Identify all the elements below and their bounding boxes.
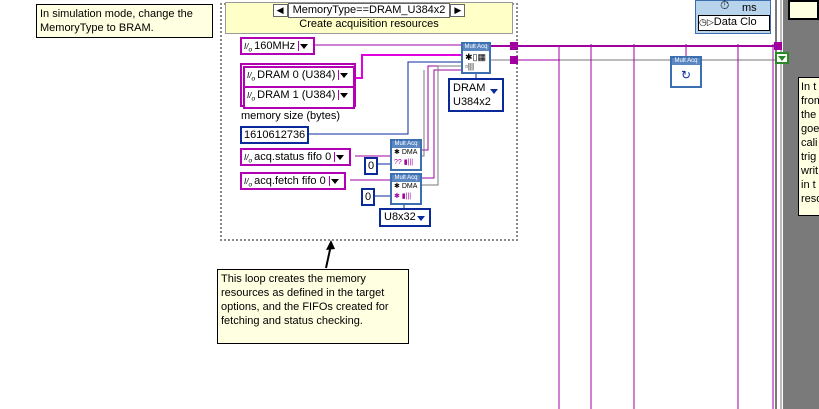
loop-comment-line3: options, and the FIFOs created for <box>221 301 389 313</box>
dma-icon: ✱ DMA <box>394 149 418 156</box>
fifo-type-value: U8x32 <box>384 211 416 223</box>
refresh-icon: ↻ <box>680 68 692 82</box>
wire-fetch-up-b <box>422 65 462 186</box>
chevron-down-icon[interactable] <box>490 89 498 94</box>
ring-io-icon: I/o <box>244 177 253 189</box>
subdiagram-label: Create acquisition resources <box>299 18 439 30</box>
dram-type-line1: DRAM <box>453 82 486 94</box>
dma-terminals: ✱ ▮||| <box>394 193 412 200</box>
dma-terminals: ?? ▮||| <box>394 159 414 166</box>
simulation-comment-line2: MemoryType to BRAM. <box>40 22 154 34</box>
chevron-down-icon[interactable] <box>298 41 311 52</box>
loop-comment-line1: This loop creates the memory <box>221 273 366 285</box>
chevron-down-icon[interactable] <box>328 176 342 187</box>
case-next-arrow[interactable]: ▶ <box>450 4 466 17</box>
loop-comment-line2: resources as defined in the target <box>221 287 385 299</box>
chevron-down-icon[interactable] <box>334 152 347 163</box>
right-comment-line: from <box>801 95 819 107</box>
loop-comment-line4: fetching and status checking. <box>221 315 363 327</box>
stopwatch-icon: ⏱ <box>720 0 730 12</box>
subvi-header: Mult Acq <box>392 141 420 148</box>
data-clock-label: Data Clo <box>713 16 757 28</box>
mult-acq-loop-subvi[interactable]: Mult Acq ↻ <box>670 56 702 88</box>
create-dram-subvi[interactable]: Mult Acq ✱▯▦ ▫||| <box>461 42 491 74</box>
clock-value: 160MHz <box>254 40 296 52</box>
clock-icon: ◷▷ <box>699 17 714 27</box>
status-fifo-value: acq.status fifo 0 <box>254 151 332 163</box>
chevron-down-icon[interactable] <box>338 90 351 101</box>
subvi-header: Mult Acq <box>463 44 489 51</box>
timer-node[interactable]: ⏱ ms ◷▷Data Clo <box>695 0 771 34</box>
right-comment-line: In t <box>801 81 817 93</box>
right-comment-line: reso <box>801 193 819 205</box>
down-arrow-icon <box>778 56 786 61</box>
tunnel-out-1 <box>510 42 518 50</box>
status-depth-constant[interactable]: 0 <box>364 157 378 175</box>
wire-dram-refs <box>352 54 462 79</box>
tunnel-out-2 <box>510 56 518 64</box>
subvi-header: Mult Acq <box>672 58 700 65</box>
wire-mem-size <box>306 61 462 135</box>
comment-arrow-head <box>326 240 335 250</box>
ring-io-icon: I/o <box>247 71 256 83</box>
dram1-value: DRAM 1 (U384) <box>257 89 336 101</box>
case-prev-arrow[interactable]: ◀ <box>272 4 288 17</box>
right-comment-line: cali <box>801 137 818 149</box>
subvi-terminals: ▫||| <box>465 62 475 71</box>
right-comment-line: trig <box>801 151 817 163</box>
memory-size-constant[interactable]: 1610612736 <box>240 126 310 144</box>
right-comment-line: writ <box>801 165 819 177</box>
timer-unit: ms <box>742 2 757 14</box>
ring-io-icon: I/o <box>247 91 256 103</box>
case-selector-label: MemoryType==DRAM_U384x2 <box>287 3 451 18</box>
right-comment-line: goe <box>801 123 819 135</box>
simulation-comment: In simulation mode, change the MemoryTyp… <box>36 4 213 38</box>
dram-type-enum-constant[interactable]: DRAM U384x2 <box>448 78 504 112</box>
dma-icon: ✱ DMA <box>394 183 418 190</box>
case-selector[interactable]: ◀ MemoryType==DRAM_U384x2 ▶ Create acqui… <box>225 2 513 34</box>
dram-type-line2: U384x2 <box>453 96 491 108</box>
right-frame-header <box>788 0 819 20</box>
dram0-value: DRAM 0 (U384) <box>257 69 336 81</box>
right-comment-line: the <box>801 109 817 121</box>
ring-io-icon: I/o <box>244 42 253 54</box>
create-status-fifo-subvi[interactable]: Mult Acq ✱ DMA ?? ▮||| <box>390 139 422 171</box>
chevron-down-icon[interactable] <box>338 70 351 81</box>
create-fetch-fifo-subvi[interactable]: Mult Acq ✱ DMA ✱ ▮||| <box>390 173 422 205</box>
wire-status-up-b <box>422 70 425 157</box>
right-comment-line: in t <box>801 179 816 191</box>
memory-size-label: memory size (bytes) <box>241 110 341 122</box>
simulation-comment-line1: In simulation mode, change the <box>40 8 193 20</box>
fetch-fifo-value: acq.fetch fifo 0 <box>254 175 326 187</box>
right-comment: In t from the goe cali trig writ in t re… <box>798 77 819 216</box>
tunnel-right-1 <box>774 42 782 50</box>
fetch-depth-constant[interactable]: 0 <box>361 188 375 206</box>
loop-description-comment: This loop creates the memory resources a… <box>217 269 409 344</box>
data-clock-property[interactable]: ◷▷Data Clo <box>698 15 770 31</box>
wire-fetch-up <box>422 69 462 179</box>
fifo-type-enum-constant[interactable]: U8x32 <box>379 208 431 227</box>
subvi-header: Mult Acq <box>392 175 420 182</box>
sequence-frame-marker[interactable] <box>775 52 789 64</box>
chevron-down-icon[interactable] <box>417 216 425 221</box>
memory-icon: ✱▯▦ <box>465 52 486 62</box>
ring-io-icon: I/o <box>244 153 253 165</box>
